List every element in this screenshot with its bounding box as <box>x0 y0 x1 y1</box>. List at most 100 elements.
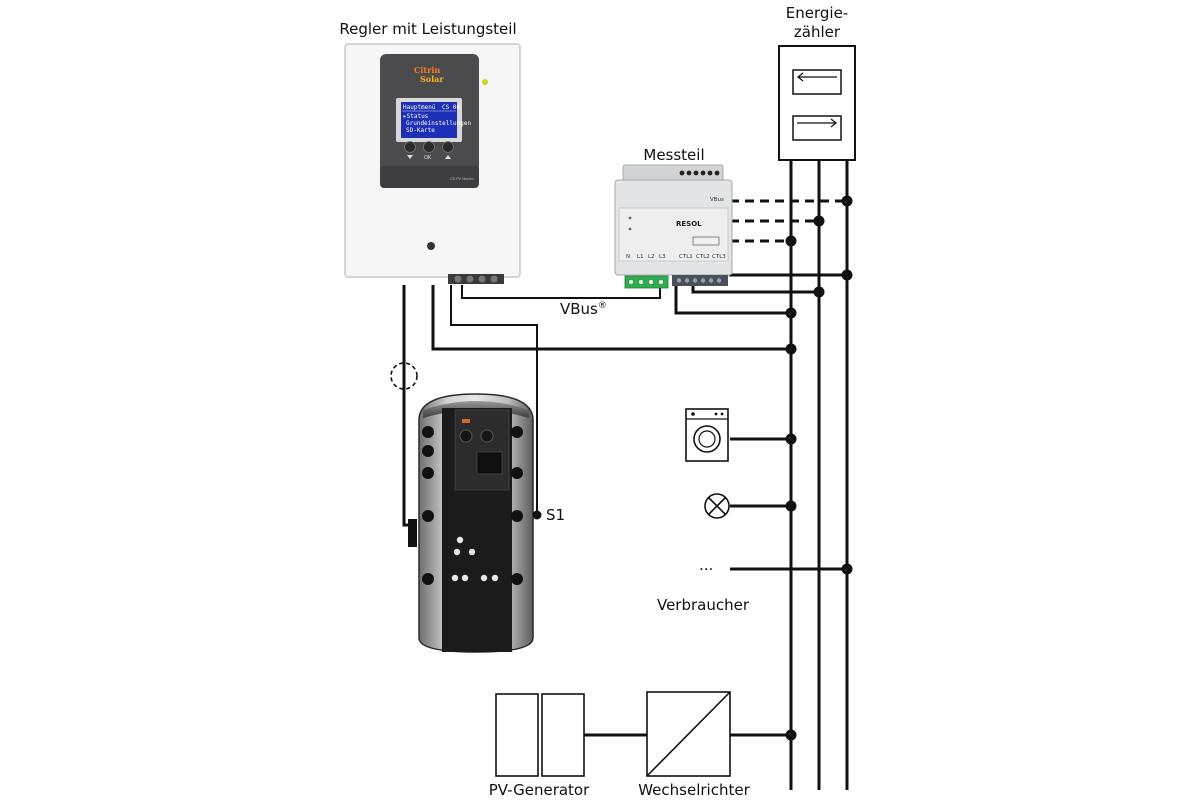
tank-port <box>511 510 523 522</box>
measurement-label: Messteil <box>643 146 704 164</box>
terminal-label-ctl1: CTL1 <box>679 254 693 260</box>
meas-indicator <box>628 227 632 231</box>
terminal-screw <box>679 170 685 176</box>
tank-port <box>453 548 461 556</box>
consumers-ellipsis: ... <box>699 556 713 574</box>
meter-display-import <box>792 69 842 95</box>
junction-dot <box>785 307 797 319</box>
tank-display <box>476 451 503 475</box>
energy-meter-box <box>778 45 856 161</box>
terminal-label-l2: L2 <box>648 254 655 260</box>
meas-ce-mark <box>692 236 720 246</box>
washer-door-inner <box>698 430 716 448</box>
wiring <box>402 160 849 790</box>
vbus-text: VBus <box>560 300 598 318</box>
junction-dot <box>841 195 853 207</box>
junction-dot <box>785 500 797 512</box>
arrow-left-icon <box>797 72 837 82</box>
status-led <box>482 79 488 85</box>
tank-control-box <box>454 409 510 491</box>
tank-port <box>456 536 464 544</box>
pv-generator-label: PV-Generator <box>489 781 590 799</box>
junction-dot <box>813 215 825 227</box>
tank-front-ports <box>451 536 499 582</box>
up-button[interactable] <box>442 141 454 153</box>
terminal-screw <box>692 278 698 283</box>
brand-line2: Solar <box>420 74 444 84</box>
consumers-label: Verbraucher <box>657 596 750 614</box>
vbus-registered-mark: ® <box>598 301 607 311</box>
terminal-label-n: N <box>626 254 630 260</box>
model-label: CS PV therm <box>450 176 474 181</box>
meas-brand: RESOL <box>676 220 702 228</box>
junction-dot <box>841 269 853 281</box>
cable-gland <box>466 275 474 283</box>
tank-knob <box>459 429 473 443</box>
tank-port <box>511 426 523 438</box>
vbus-wire <box>461 285 661 299</box>
terminal-label-ctl3: CTL3 <box>712 254 726 260</box>
terminal-screw <box>714 170 720 176</box>
terminal-screw <box>638 279 644 285</box>
storage-tank <box>418 393 534 653</box>
measurement-device: VBus RESOL N L1 L2 L3 CTL1 CTL2 CTL3 <box>614 164 733 289</box>
meas-wire-l1 <box>674 285 791 315</box>
vbus-label: VBus® <box>560 300 607 318</box>
lamp-icon <box>704 493 730 519</box>
controller-label: Regler mit Leistungsteil <box>339 20 516 38</box>
terminal-screw <box>628 279 634 285</box>
controller-device: Citrin Solar Hauptmenü CS 06 ▸Status Gru… <box>344 43 521 284</box>
tank-port <box>480 574 488 582</box>
tank-port <box>451 574 459 582</box>
inverter-icon <box>646 691 731 777</box>
down-button[interactable] <box>404 141 416 153</box>
tank-port <box>491 574 499 582</box>
green-terminal-block <box>624 275 669 289</box>
terminal-screw <box>700 170 706 176</box>
green-terminal-screws <box>628 279 664 285</box>
cable-gland <box>478 275 486 283</box>
terminal-screw <box>708 278 714 283</box>
terminal-screw <box>684 278 690 283</box>
tank-knob <box>480 429 494 443</box>
tank-port <box>461 574 469 582</box>
lcd-header-left: Hauptmenü <box>403 104 436 111</box>
tank-port <box>511 573 523 585</box>
cable-gland-strip <box>448 274 504 284</box>
terminal-screw <box>648 279 654 285</box>
ok-label: OK <box>424 155 432 161</box>
terminal-screw <box>700 278 706 283</box>
terminal-label-l1: L1 <box>637 254 644 260</box>
washer-knob <box>720 412 724 416</box>
tank-port <box>511 467 523 479</box>
junction-dots <box>785 195 853 741</box>
meas-top-terminals <box>679 170 720 176</box>
sensor-dot <box>532 510 542 520</box>
terminal-label-l3: L3 <box>659 254 666 260</box>
dark-terminal-screws <box>676 278 722 283</box>
washing-machine-icon <box>685 408 729 462</box>
tank-side-ports <box>422 426 523 585</box>
junction-dot <box>813 286 825 298</box>
junction-dot <box>785 433 797 445</box>
tank-port <box>468 548 476 556</box>
energy-meter-label-line1: Energie- <box>786 4 848 22</box>
terminal-screw <box>658 279 664 285</box>
lamp-cross <box>707 496 727 516</box>
chevron-up-icon <box>445 155 451 159</box>
arrow-right-icon <box>797 118 837 128</box>
meter-display-export <box>792 115 842 141</box>
lcd-screen <box>401 102 457 138</box>
tank-port <box>422 573 434 585</box>
pv-generator-icon <box>495 693 585 777</box>
meas-wire-l2 <box>691 285 819 294</box>
junction-dot <box>785 235 797 247</box>
terminal-label-ctl2: CTL2 <box>696 254 710 260</box>
sensor-wire-s1 <box>450 285 538 515</box>
pv-panel <box>495 693 539 777</box>
cable-gland <box>490 275 498 283</box>
tank-orange-tab <box>462 419 470 423</box>
brand-line1: Citrin <box>414 65 440 75</box>
ok-button[interactable] <box>423 141 435 153</box>
